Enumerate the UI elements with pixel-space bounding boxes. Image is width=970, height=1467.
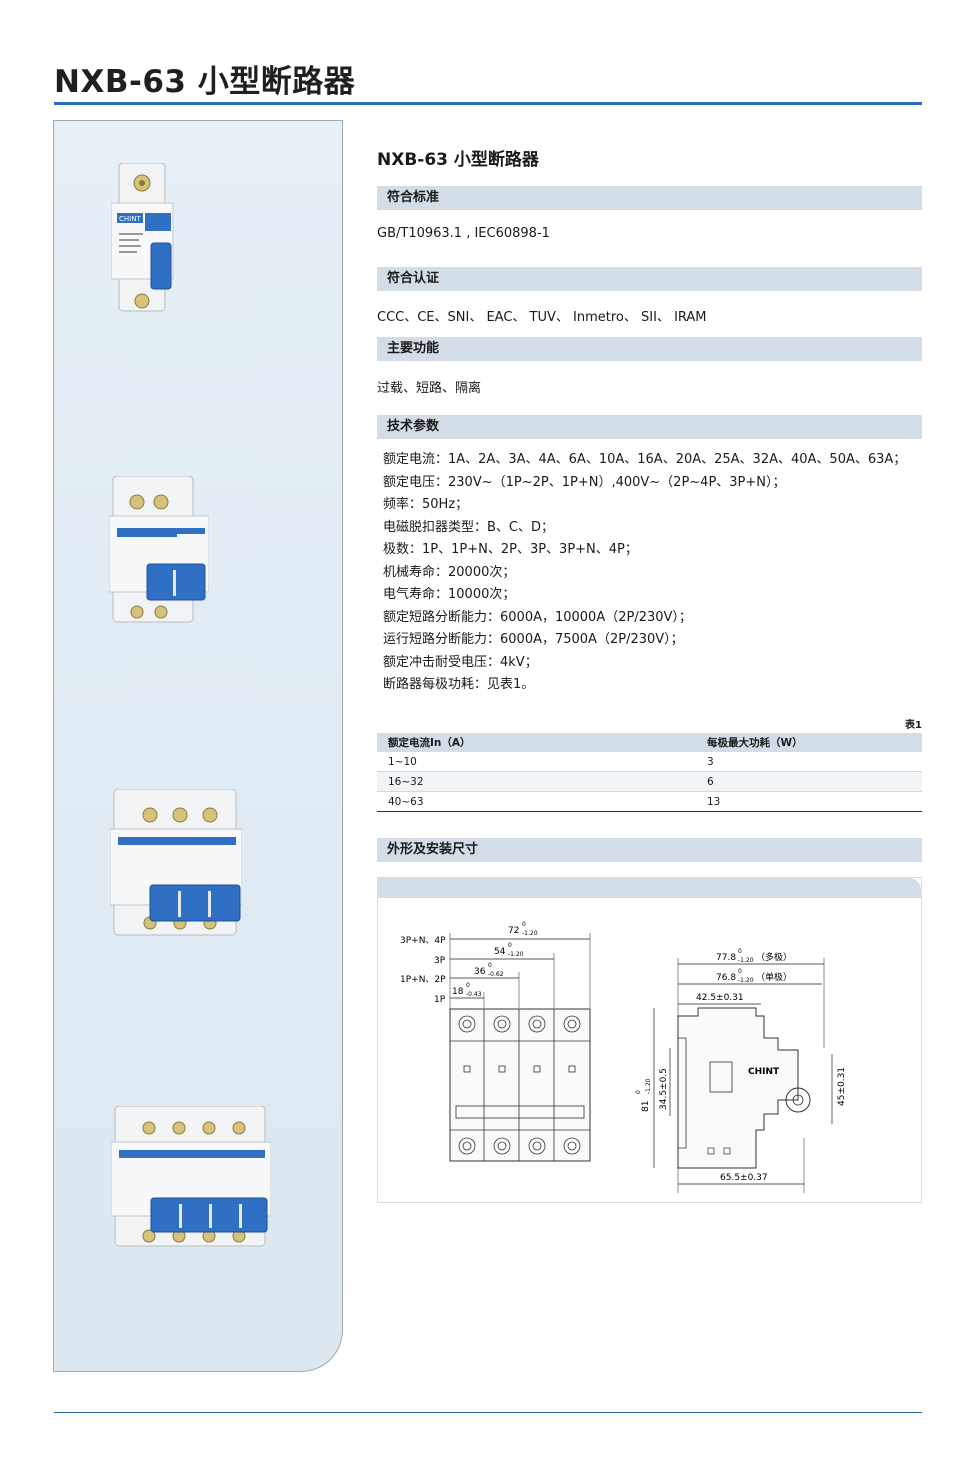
breaker-4p-image: [111, 1106, 271, 1247]
certs-text: CCC、CE、SNI、 EAC、 TUV、 Inmetro、 SII、 IRAM: [377, 310, 707, 325]
width-dimension: 18: [452, 987, 464, 997]
table-cell: 6: [696, 771, 922, 792]
page-title: NXB-63 小型断路器: [54, 64, 356, 100]
tolerance-upper: 0: [466, 982, 470, 989]
spec-item: 额定冲击耐受电压：4kV；: [383, 654, 538, 670]
spec-item: 额定短路分断能力：6000A，10000A（2P/230V）；: [383, 609, 692, 625]
table-cell: 1~10: [377, 752, 696, 772]
side-dimension: 45±0.31: [837, 1067, 847, 1106]
table-caption: 表1: [905, 720, 922, 731]
standards-text: GB/T10963.1 , IEC60898-1: [377, 226, 550, 241]
pole-label: 1P+N、2P: [400, 975, 446, 985]
tolerance-lower: -1.20: [738, 977, 754, 984]
spec-item: 运行短路分断能力：6000A，7500A（2P/230V）；: [383, 632, 684, 647]
spec-item: 断路器每极功耗：见表1。: [383, 677, 535, 692]
tolerance-upper: 0: [738, 968, 742, 975]
table-row: 16~32 6: [377, 771, 922, 792]
power-loss-table: 额定电流In（A） 每极最大功耗（W） 1~10 3 16~32 6 40~63…: [377, 733, 922, 812]
tolerance-lower: -1.20: [522, 930, 538, 937]
width-dimension: 72: [508, 926, 519, 936]
spec-item: 电磁脱扣器类型：B、C、D；: [383, 519, 555, 535]
table-cell: 16~32: [377, 771, 696, 792]
tolerance-upper: 0: [522, 921, 526, 928]
pole-label: 1P: [434, 995, 446, 1005]
side-dimension: 77.8: [716, 953, 736, 963]
footer-rule: [54, 1412, 922, 1413]
table-row: 1~10 3: [377, 752, 922, 772]
width-dimension: 54: [494, 947, 506, 957]
spec-item: 频率：50Hz；: [383, 497, 469, 512]
product-image-panel: CHINT: [53, 120, 343, 1372]
tolerance-upper: 0: [635, 1090, 642, 1094]
side-dimension: 65.5±0.37: [720, 1173, 768, 1183]
tolerance-lower: -0.43: [466, 991, 482, 998]
spec-item: 极数：1P、1P+N、2P、3P、3P+N、4P；: [383, 542, 638, 557]
tolerance-upper: 0: [508, 942, 512, 949]
dimension-drawing: 3P+N、4P 3P 1P+N、2P 1P 72 0 -1.20 54 0 -1…: [400, 921, 847, 1193]
product-title: NXB-63 小型断路器: [377, 150, 539, 170]
section-functions-heading: 主要功能: [377, 337, 922, 361]
title-rule: [54, 102, 922, 105]
side-dimension: 76.8: [716, 973, 736, 983]
spec-item: 额定电压：230V~（1P~2P、1P+N）,400V~（2P~4P、3P+N）…: [383, 474, 786, 490]
front-view-drawing: 3P+N、4P 3P 1P+N、2P 1P 72 0 -1.20 54 0 -1…: [400, 921, 591, 1162]
table-cell: 13: [696, 791, 922, 812]
pole-label: 3P+N、4P: [400, 936, 446, 946]
tech-spec-list: 额定电流：1A、2A、3A、4A、6A、10A、16A、20A、25A、32A、…: [383, 449, 906, 697]
table-cell: 40~63: [377, 791, 696, 812]
side-dimension: 34.5±0.5: [659, 1068, 669, 1110]
tolerance-lower: -1.20: [645, 1078, 652, 1094]
side-dimension: 81: [641, 1101, 651, 1112]
side-dimension-note: （单极）: [756, 971, 792, 983]
section-certs-heading: 符合认证: [377, 267, 922, 291]
tolerance-upper: 0: [738, 948, 742, 955]
side-view-drawing: 77.8 0 -1.20 （多极） 76.8 0 -1.20 （单极） 42.5…: [635, 948, 847, 1193]
tolerance-lower: -1.20: [738, 957, 754, 964]
drawing-box-header: [378, 878, 921, 898]
width-dimension: 36: [474, 967, 486, 977]
section-dimensions-heading: 外形及安装尺寸: [377, 838, 922, 862]
side-dimension: 42.5±0.31: [696, 993, 744, 1003]
spec-item: 机械寿命：20000次；: [383, 564, 516, 580]
pole-label: 3P: [434, 956, 446, 966]
breaker-2p-image: [109, 476, 209, 623]
table-header: 额定电流In（A）: [377, 733, 696, 752]
table-row: 40~63 13: [377, 791, 922, 812]
spec-item: 额定电流：1A、2A、3A、4A、6A、10A、16A、20A、25A、32A、…: [383, 452, 907, 467]
breaker-3p-image: [110, 789, 242, 936]
breaker-1p-image: CHINT: [111, 163, 174, 312]
section-standards-heading: 符合标准: [377, 186, 922, 210]
tolerance-lower: -0.62: [488, 971, 504, 978]
table-cell: 3: [696, 752, 922, 772]
spec-item: 电气寿命：10000次；: [383, 587, 516, 602]
table-header: 每极最大功耗（W）: [696, 733, 922, 752]
brand-logo: CHINT: [119, 215, 141, 223]
brand-logo: CHINT: [748, 1067, 780, 1077]
side-dimension-note: （多极）: [756, 951, 792, 963]
tolerance-upper: 0: [488, 962, 492, 969]
tolerance-lower: -1.20: [508, 951, 524, 958]
functions-text: 过载、短路、隔离: [377, 381, 482, 396]
section-tech-heading: 技术参数: [377, 415, 922, 439]
dimension-drawing-box: 3P+N、4P 3P 1P+N、2P 1P 72 0 -1.20 54 0 -1…: [377, 877, 922, 1203]
